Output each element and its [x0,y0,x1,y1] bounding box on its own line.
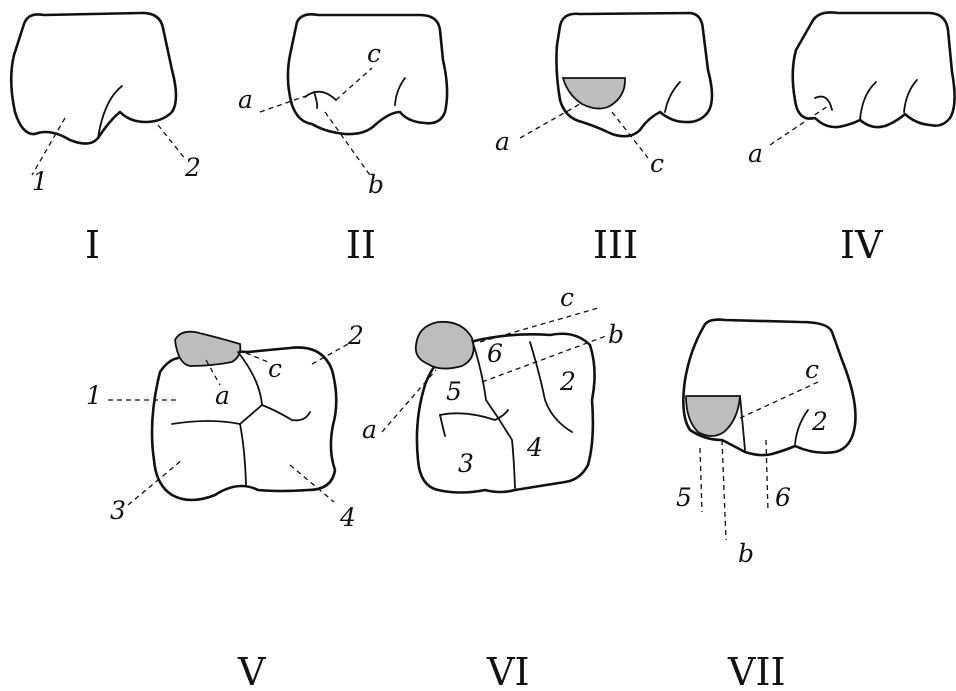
label-6: 6 [487,339,503,368]
label-5: 5 [676,483,692,512]
groove [860,82,876,120]
figure-ii: a c b II [238,14,447,267]
tooth-outline [556,13,712,136]
label-b: b [738,539,754,568]
figure-numeral: VII [727,650,785,691]
groove [395,78,405,105]
label-2: 2 [811,407,828,436]
label-a: a [495,127,510,156]
figure-numeral: VI [486,650,529,691]
label-c: c [367,39,381,68]
shaded-facet [175,332,240,366]
leader-5 [700,448,702,512]
label-6: 6 [775,483,791,512]
leader-b [722,440,726,540]
figure-v: 1 2 3 4 a c V [86,321,364,691]
label-1: 1 [32,167,48,196]
figure-iii: a c III [495,13,712,267]
leader-c [336,68,372,100]
groove [240,424,246,485]
tooth-outline [793,12,955,127]
groove [904,80,917,112]
label-b: b [608,320,624,349]
figure-numeral: I [85,223,100,267]
groove [305,92,336,100]
label-4: 4 [339,503,356,532]
label-3: 3 [458,449,474,478]
label-a: a [215,381,230,410]
leader-b [325,112,372,178]
groove [795,410,808,444]
label-2: 2 [347,321,364,350]
label-c: c [268,354,282,383]
label-b: b [368,170,384,199]
figure-numeral: II [346,223,376,267]
shaded-facet [686,396,740,436]
groove [740,396,745,450]
label-4: 4 [526,433,543,462]
label-5: 5 [446,377,462,406]
label-1: 1 [86,381,102,410]
figure-vii: c 2 5 6 b VII [676,320,855,691]
leader-a [520,104,580,138]
shaded-facet [563,78,625,109]
figure-numeral: V [237,650,266,691]
shaded-facet [416,322,474,369]
label-a: a [748,139,763,168]
groove [815,97,832,111]
leader-2 [158,125,186,160]
figure-iv: a IV [748,12,955,267]
label-2: 2 [559,367,576,396]
tooth-outline [11,13,176,144]
leader-6 [766,440,768,512]
leader-c [246,353,268,362]
label-c: c [650,149,664,178]
groove [314,92,317,108]
figure-i: 1 2 I [11,13,201,267]
label-3: 3 [110,496,126,525]
leader-a [260,96,306,112]
groove [440,410,508,420]
figure-numeral: IV [840,223,883,267]
label-c: c [805,355,819,384]
label-a: a [238,85,253,114]
figure-vi: a b c 2 3 4 5 6 VI [362,283,624,691]
figure-numeral: III [593,223,638,267]
tooth-outline [288,14,447,134]
label-2: 2 [184,153,201,182]
label-c: c [560,283,574,312]
groove [665,82,680,112]
groove [440,415,445,436]
label-a: a [362,415,377,444]
